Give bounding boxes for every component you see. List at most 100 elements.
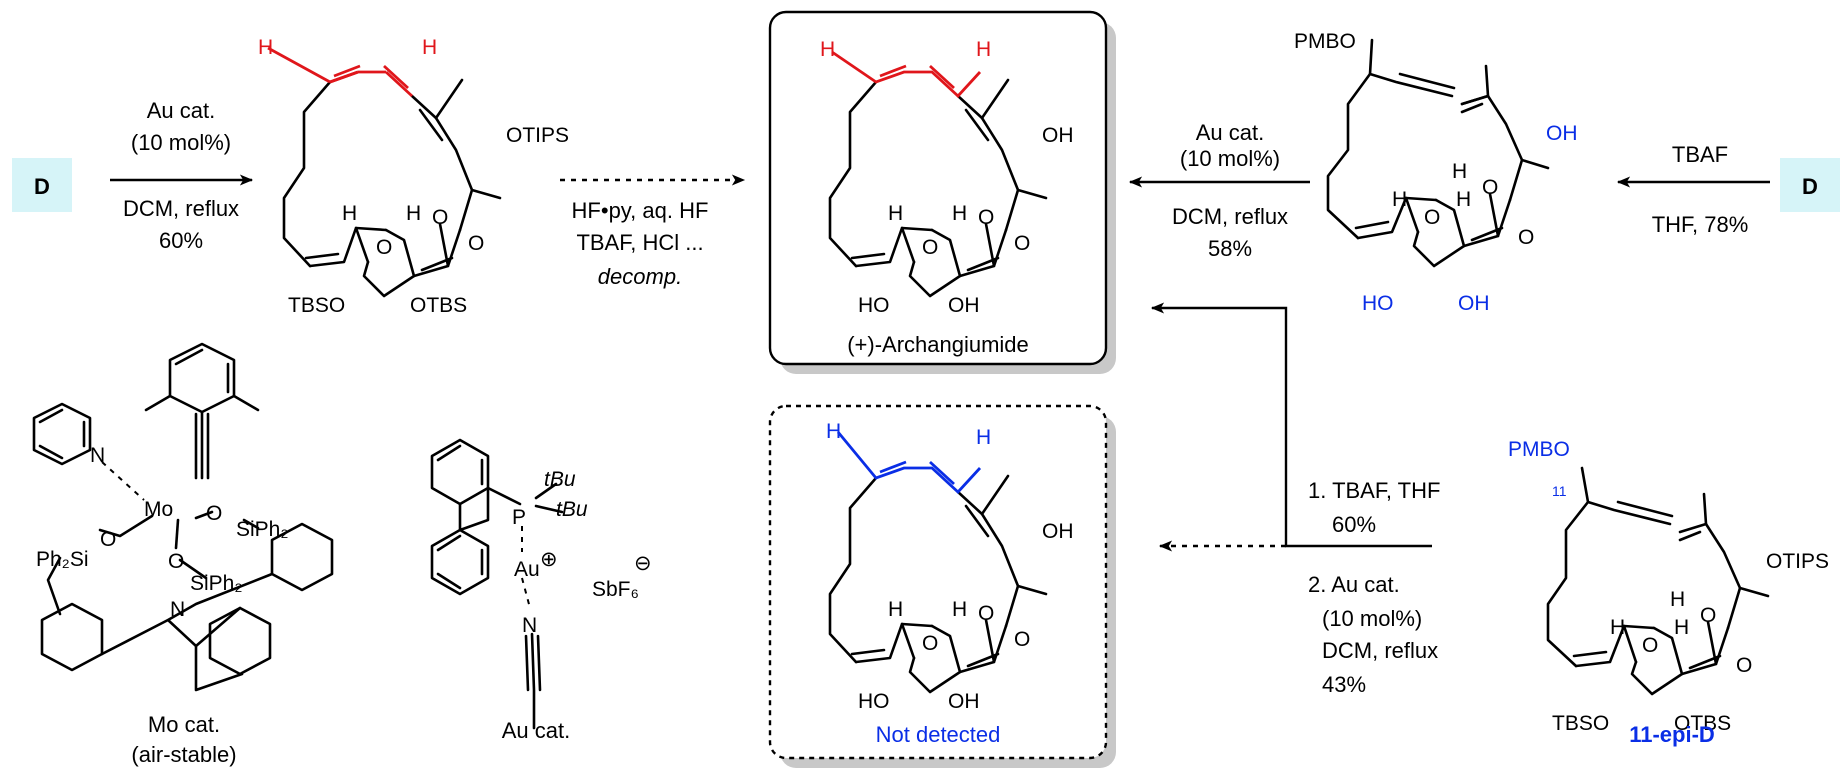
h-allene-right: H xyxy=(422,36,437,59)
oh-side-chain: OH xyxy=(1042,124,1074,147)
h-furan-right: H xyxy=(406,202,421,225)
oh-furan: OH xyxy=(948,690,980,713)
au-catalyst-name: Au cat. xyxy=(502,718,570,743)
step1-reagent: 1. TBAF, THF xyxy=(1308,478,1440,503)
h-allene-right: H xyxy=(976,38,991,61)
epi-d-name: 11-epi-D xyxy=(1629,722,1715,747)
mo-catalyst-structure: Mo N O O O Ph₂Si SiPh₂ SiPh₂ N xyxy=(32,342,334,692)
ring-o-ether: O xyxy=(922,632,938,655)
substrate-d-label-right: D xyxy=(1802,174,1818,199)
tbso-label: TBSO xyxy=(288,294,345,317)
archangiumide-box xyxy=(768,10,1108,366)
tbu-upper: tBu xyxy=(544,468,576,491)
ho-furan: HO xyxy=(1362,292,1394,315)
oh-furan: OH xyxy=(948,294,980,317)
h-furan-left: H xyxy=(888,598,903,621)
ho-furan: HO xyxy=(858,690,890,713)
ring-o-ester: O xyxy=(1482,176,1498,199)
ring-o-ether: O xyxy=(1642,634,1658,657)
h-furan-left: H xyxy=(1610,616,1625,639)
deprotection-reagents-2: TBAF, HCl ... xyxy=(576,230,703,255)
step1-yield: 60% xyxy=(1332,512,1376,537)
mo-catalyst-name: Mo cat. xyxy=(148,712,220,737)
reagent-loading-1: (10 mol%) xyxy=(131,130,231,155)
pmbo-label: PMBO xyxy=(1508,438,1570,461)
yield-58: 58% xyxy=(1208,236,1252,261)
ring-o-ester: O xyxy=(978,206,994,229)
h-allene-left: H xyxy=(820,38,835,61)
tbso-label: TBSO xyxy=(1552,712,1609,735)
protected-allene-structure: H H OTIPS O O O H H TBSO OTBS xyxy=(258,36,569,317)
siph2-right: SiPh₂ xyxy=(236,518,289,541)
ring-o-ester: O xyxy=(1700,604,1716,627)
substrate-d-badge-right xyxy=(1780,158,1840,212)
condition-dcm-reflux-2: DCM, reflux xyxy=(1172,204,1288,229)
ring-o-ether: O xyxy=(1424,206,1440,229)
locant-11: 11 xyxy=(1552,483,1567,499)
carbonyl-o: O xyxy=(1014,232,1030,255)
oh-side-chain: OH xyxy=(1546,122,1578,145)
deprotection-result: decomp. xyxy=(598,264,682,289)
ring-o-ester: O xyxy=(978,602,994,625)
carbonyl-o: O xyxy=(1014,628,1030,651)
mo-o-bottom: O xyxy=(168,550,184,573)
h-furan-left: H xyxy=(342,202,357,225)
product-name-not-detected: Not detected xyxy=(876,722,1001,747)
ho-furan: HO xyxy=(858,294,890,317)
h-vinyl: H xyxy=(1670,588,1685,611)
gold-atom: Au xyxy=(514,558,540,581)
epimer-structure: H H OH O O O H H HO OH xyxy=(826,420,1074,713)
oh-side-chain: OH xyxy=(1042,520,1074,543)
reagent-tbaf: TBAF xyxy=(1672,142,1728,167)
otbs-label: OTBS xyxy=(1674,712,1731,735)
h-furan-left: H xyxy=(1392,188,1407,211)
yield-60: 60% xyxy=(159,228,203,253)
mo-catalyst-note: (air-stable) xyxy=(131,742,236,767)
sbf6-label: SbF₆ xyxy=(592,578,639,601)
epimer-box xyxy=(768,404,1108,760)
tbu-lower: tBu xyxy=(556,498,588,521)
otips-label: OTIPS xyxy=(1766,550,1829,573)
mo-atom: Mo xyxy=(144,498,173,521)
au-positive-charge: ⊕ xyxy=(540,548,558,571)
deprotection-reagents-1: HF•py, aq. HF xyxy=(572,198,709,223)
amine-n: N xyxy=(170,598,185,621)
archangiumide-structure: H H OH O O O H H HO OH xyxy=(820,38,1074,317)
substrate-d-badge-left xyxy=(12,158,72,212)
h-allene-left: H xyxy=(258,36,273,59)
h-furan-right: H xyxy=(952,598,967,621)
pyridine-n: N xyxy=(90,444,105,467)
h-furan-right: H xyxy=(1456,188,1471,211)
h-allene-right: H xyxy=(976,426,991,449)
ph2si-left: Ph₂Si xyxy=(36,548,89,571)
h-allene-left: H xyxy=(826,420,841,443)
otbs-label: OTBS xyxy=(410,294,467,317)
h-vinyl: H xyxy=(1452,160,1467,183)
step2-condition: DCM, reflux xyxy=(1322,638,1438,663)
h-furan-right: H xyxy=(952,202,967,225)
siph2-bottom: SiPh₂ xyxy=(190,572,243,595)
carbonyl-o: O xyxy=(468,232,484,255)
product-name-archangiumide: (+)-Archangiumide xyxy=(847,332,1029,357)
h-furan-right: H xyxy=(1674,616,1689,639)
condition-thf-78: THF, 78% xyxy=(1652,212,1749,237)
step2-reagent: 2. Au cat. xyxy=(1308,572,1400,597)
nitrile-n: N xyxy=(522,614,537,637)
step2-loading: (10 mol%) xyxy=(1322,606,1422,631)
sbf6-negative-charge: ⊖ xyxy=(634,552,652,575)
reagent-au-cat-2: Au cat. xyxy=(1196,120,1264,145)
oh-furan: OH xyxy=(1458,292,1490,315)
au-catalyst-structure: P tBu tBu Au ⊕ N SbF₆ ⊖ xyxy=(430,438,652,730)
condition-dcm-reflux-1: DCM, reflux xyxy=(123,196,239,221)
arrow-two-step-solid xyxy=(1150,302,1432,548)
ring-o-ester: O xyxy=(432,206,448,229)
step2-yield: 43% xyxy=(1322,672,1366,697)
phosphorus: P xyxy=(512,506,526,529)
otips-label: OTIPS xyxy=(506,124,569,147)
h-furan-left: H xyxy=(888,202,903,225)
pmbo-label: PMBO xyxy=(1294,30,1356,53)
carbonyl-o: O xyxy=(1518,226,1534,249)
reagent-au-cat-1: Au cat. xyxy=(147,98,215,123)
mo-o-left: O xyxy=(100,528,116,551)
